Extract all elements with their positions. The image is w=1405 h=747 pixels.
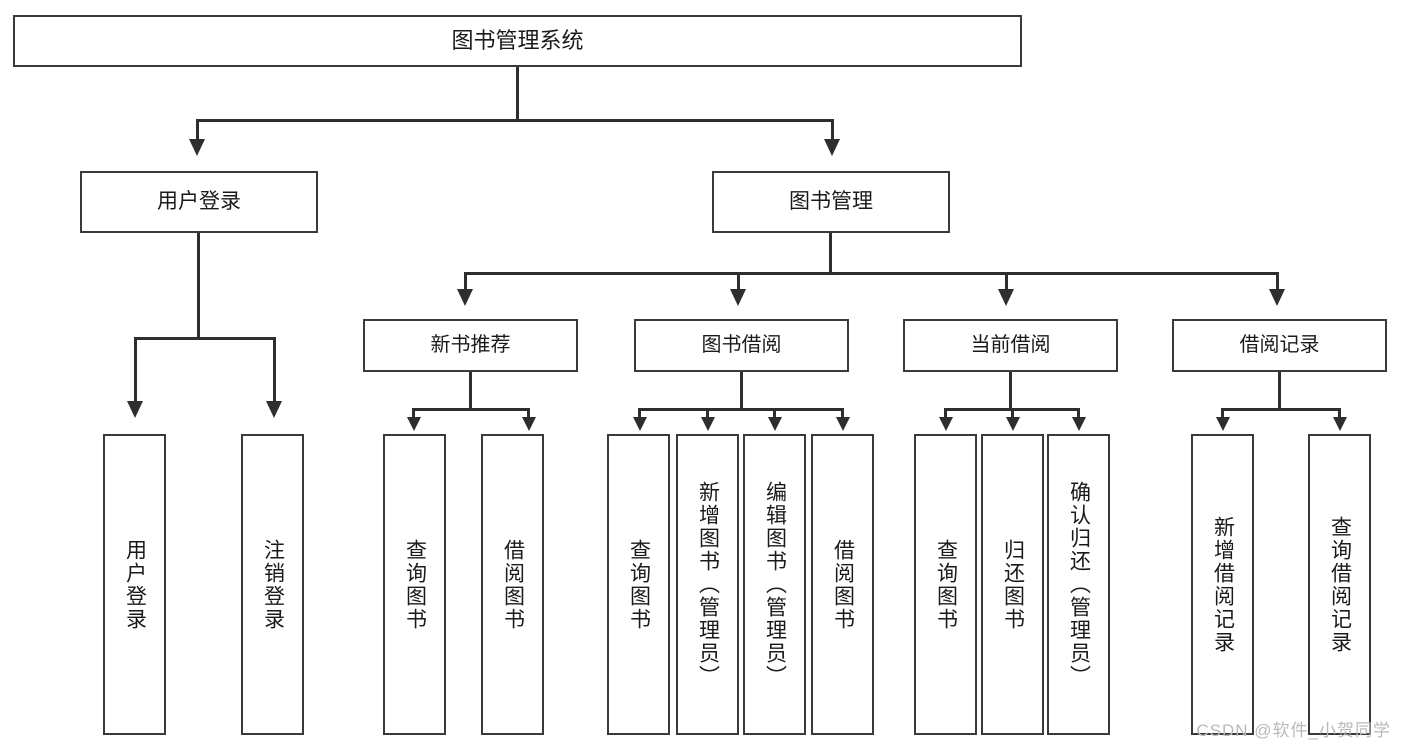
node-label: 用户登录	[123, 538, 147, 631]
connector-user-login-drop-1	[134, 337, 137, 403]
node-borrow-record[interactable]: 借阅记录	[1172, 319, 1387, 372]
leaf-borrow-record-add-record[interactable]: 新增借阅记录	[1191, 434, 1254, 735]
connector-level1-drop-left	[196, 119, 199, 141]
node-label: 图书管理	[789, 189, 873, 213]
node-label: 确认归还（管理员）	[1067, 481, 1091, 688]
leaf-current-borrow-return-book[interactable]: 归还图书	[981, 434, 1044, 735]
connector-borrow-record-bus	[1221, 408, 1341, 411]
leaf-book-borrow-query-book[interactable]: 查询图书	[607, 434, 670, 735]
node-label: 用户登录	[157, 189, 241, 213]
leaf-new-book-query-book[interactable]: 查询图书	[383, 434, 446, 735]
node-label: 归还图书	[1001, 538, 1025, 631]
connector-level1-drop-right	[831, 119, 834, 141]
arrowhead-book-borrow-leaf-1	[633, 417, 647, 431]
arrowhead-borrow-record-leaf-2	[1333, 417, 1347, 431]
connector-borrow-record-stem	[1278, 372, 1281, 408]
arrowhead-borrow-record-leaf-1	[1216, 417, 1230, 431]
node-book-borrow[interactable]: 图书借阅	[634, 319, 849, 372]
node-label: 查询图书	[403, 538, 427, 631]
connector-new-book-bus	[412, 408, 530, 411]
node-current-borrow[interactable]: 当前借阅	[903, 319, 1118, 372]
arrowhead-book-borrow-leaf-3	[768, 417, 782, 431]
connector-book-borrow-bus	[638, 408, 844, 411]
node-label: 编辑图书（管理员）	[763, 481, 787, 688]
node-label: 借阅图书	[501, 538, 525, 631]
node-book-management[interactable]: 图书管理	[712, 171, 950, 233]
arrowhead-user-login	[189, 139, 205, 156]
connector-root-stem	[516, 67, 519, 119]
connector-level2-drop-3	[1005, 272, 1008, 291]
node-new-book-recommend[interactable]: 新书推荐	[363, 319, 578, 372]
arrowhead-borrow-record	[1269, 289, 1285, 306]
connector-level2-drop-4	[1276, 272, 1279, 291]
node-root-book-management-system[interactable]: 图书管理系统	[13, 15, 1022, 67]
arrowhead-new-book-leaf-1	[407, 417, 421, 431]
node-label: 注销登录	[261, 538, 285, 631]
leaf-borrow-record-query-record[interactable]: 查询借阅记录	[1308, 434, 1371, 735]
arrowhead-new-book-recommend	[457, 289, 473, 306]
arrowhead-book-borrow-leaf-2	[701, 417, 715, 431]
leaf-logout[interactable]: 注销登录	[241, 434, 304, 735]
arrowhead-current-borrow-leaf-2	[1006, 417, 1020, 431]
leaf-current-borrow-confirm-return-admin[interactable]: 确认归还（管理员）	[1047, 434, 1110, 735]
leaf-book-borrow-borrow-book[interactable]: 借阅图书	[811, 434, 874, 735]
connector-level2-bus	[464, 272, 1279, 275]
connector-book-management-stem	[829, 233, 832, 272]
connector-current-borrow-drop-1	[944, 408, 947, 419]
connector-borrow-record-drop-1	[1221, 408, 1224, 419]
connector-current-borrow-stem	[1009, 372, 1012, 408]
connector-user-login-stem	[197, 233, 200, 337]
connector-new-book-stem	[469, 372, 472, 408]
connector-user-login-drop-2	[273, 337, 276, 403]
node-label: 查询借阅记录	[1328, 515, 1352, 654]
arrowhead-book-borrow-leaf-4	[836, 417, 850, 431]
node-label: 当前借阅	[970, 334, 1051, 356]
node-label: 查询图书	[627, 538, 651, 631]
leaf-book-borrow-edit-book-admin[interactable]: 编辑图书（管理员）	[743, 434, 806, 735]
leaf-book-borrow-add-book-admin[interactable]: 新增图书（管理员）	[676, 434, 739, 735]
arrowhead-current-borrow-leaf-1	[939, 417, 953, 431]
arrowhead-leaf-user-login	[127, 401, 143, 418]
connector-book-borrow-drop-2	[706, 408, 709, 419]
node-label: 图书管理系统	[451, 28, 584, 54]
node-label: 借阅图书	[831, 538, 855, 631]
arrowhead-book-management	[824, 139, 840, 156]
connector-user-login-bus	[134, 337, 276, 340]
csdn-watermark: CSDN @软件_小贺同学	[1196, 721, 1391, 740]
node-label: 新书推荐	[430, 334, 511, 356]
leaf-current-borrow-query-book[interactable]: 查询图书	[914, 434, 977, 735]
connector-book-borrow-drop-4	[841, 408, 844, 419]
connector-book-borrow-drop-1	[638, 408, 641, 419]
arrowhead-current-borrow	[998, 289, 1014, 306]
arrowhead-new-book-leaf-2	[522, 417, 536, 431]
node-label: 借阅记录	[1239, 334, 1320, 356]
connector-book-borrow-stem	[740, 372, 743, 408]
connector-level1-bus	[196, 119, 834, 122]
connector-new-book-drop-1	[412, 408, 415, 419]
connector-new-book-drop-2	[527, 408, 530, 419]
connector-book-borrow-drop-3	[773, 408, 776, 419]
node-user-login[interactable]: 用户登录	[80, 171, 318, 233]
node-label: 图书借阅	[701, 334, 782, 356]
arrowhead-book-borrow	[730, 289, 746, 306]
connector-current-borrow-drop-2	[1011, 408, 1014, 419]
leaf-new-book-borrow-book[interactable]: 借阅图书	[481, 434, 544, 735]
connector-current-borrow-drop-3	[1077, 408, 1080, 419]
connector-borrow-record-drop-2	[1338, 408, 1341, 419]
leaf-user-login[interactable]: 用户登录	[103, 434, 166, 735]
arrowhead-current-borrow-leaf-3	[1072, 417, 1086, 431]
connector-level2-drop-1	[464, 272, 467, 291]
arrowhead-leaf-logout	[266, 401, 282, 418]
node-label: 查询图书	[934, 538, 958, 631]
node-label: 新增借阅记录	[1211, 515, 1235, 654]
connector-level2-drop-2	[737, 272, 740, 291]
node-label: 新增图书（管理员）	[696, 481, 720, 688]
